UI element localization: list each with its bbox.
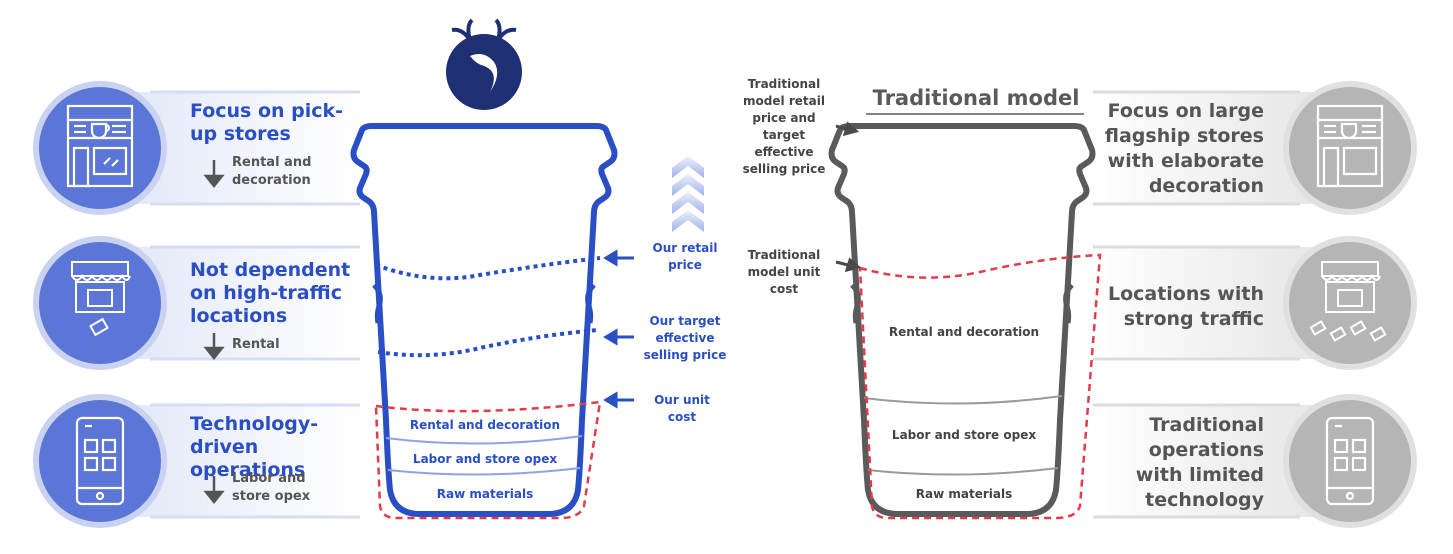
- shop-awning-icon: [71, 261, 131, 337]
- left-feature-effect-2: Rental: [232, 337, 280, 352]
- our-retail-price-label: Our retail price: [652, 241, 718, 272]
- traditional-cup: [828, 123, 1096, 517]
- right-feature-title-2: Locations with strong traffic: [1107, 283, 1264, 330]
- smartphone-app-icon: [1325, 416, 1375, 506]
- target-price-line: [377, 328, 599, 358]
- our-unit-cost-label: Our unit cost: [654, 393, 710, 424]
- left-circle-3: [33, 394, 167, 528]
- right-feature-title-1: Focus on large flagship stores with elab…: [1104, 100, 1264, 197]
- up-chevrons-icon: [672, 156, 704, 232]
- right-feature-title-3: Traditional operations with limited tech…: [1135, 414, 1264, 511]
- our-unit-cost-outline: [374, 400, 602, 520]
- traditional-price-annotation: Traditional model retail price and targe…: [742, 77, 826, 176]
- arrow-right-icon: [835, 121, 860, 137]
- traditional-cup-sleeve: [850, 283, 1074, 324]
- layer-divider-2: [387, 467, 581, 476]
- left-feature-title-3: Technology-driven operations: [190, 413, 319, 481]
- traditional-title: Traditional model: [872, 86, 1080, 110]
- layer-divider-1: [385, 435, 583, 445]
- arrow-left-icon: [603, 249, 634, 267]
- shop-crowd-icon: [1309, 261, 1387, 342]
- our-cup: [350, 123, 618, 517]
- storefront-icon: [1316, 104, 1384, 188]
- arrow-right-icon: [835, 257, 862, 273]
- left-circle-2: [33, 236, 167, 370]
- our-target-price-label: Our target effective selling price: [643, 314, 727, 362]
- our-layer-rental: Rental and decoration: [409, 418, 561, 432]
- our-layer-labor: Labor and store opex: [412, 452, 558, 466]
- storefront-icon: [66, 104, 134, 188]
- deer-logo-icon: [446, 18, 522, 110]
- right-circle-2: [1283, 236, 1417, 370]
- trad-layer-raw: Raw materials: [915, 487, 1013, 501]
- our-cup-sleeve: [372, 283, 596, 324]
- arrow-down-icon: [203, 476, 225, 505]
- smartphone-app-icon: [75, 416, 125, 506]
- right-circle-3: [1283, 394, 1417, 528]
- traditional-cost-annotation: Traditional model unit cost: [747, 248, 821, 296]
- left-feature-effect-1: Rental and decoration: [232, 155, 312, 188]
- arrow-left-icon: [603, 328, 634, 346]
- left-feature-title-1: Focus on pick-up stores: [190, 100, 344, 145]
- retail-price-line: [375, 256, 601, 281]
- our-layer-raw: Raw materials: [436, 487, 534, 501]
- trad-layer-divider-2: [867, 467, 1059, 476]
- arrow-down-icon: [203, 160, 225, 189]
- arrow-down-icon: [203, 333, 225, 361]
- arrow-left-icon: [603, 391, 634, 409]
- trad-layer-rental: Rental and decoration: [888, 325, 1040, 339]
- traditional-unit-cost-outline: [858, 253, 1102, 520]
- trad-layer-labor: Labor and store opex: [891, 428, 1037, 442]
- left-feature-effect-3: Labor and store opex: [232, 471, 311, 504]
- trad-layer-divider-1: [863, 395, 1063, 405]
- left-feature-title-2: Not dependent on high-traffic locations: [190, 259, 351, 327]
